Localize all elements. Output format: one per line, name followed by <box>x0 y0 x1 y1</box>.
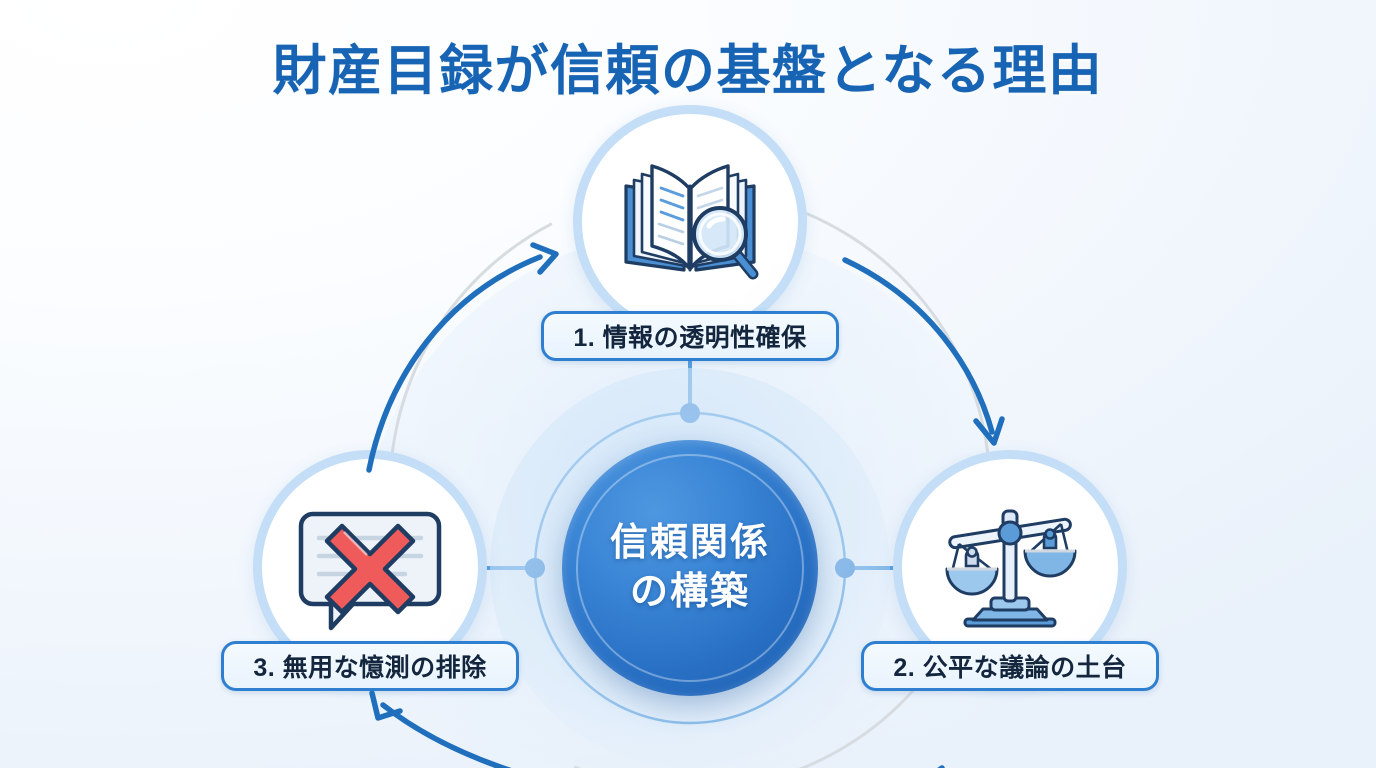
arrow-node1-to-node2-head <box>973 416 1005 446</box>
node-1-circle[interactable] <box>573 105 807 339</box>
balance-scales-icon <box>945 509 1077 628</box>
node-2-label[interactable]: 2. 公平な議論の土台 <box>861 641 1159 691</box>
node-3-label-text: 3. 無用な憶測の排除 <box>253 654 487 682</box>
hub-label-line-1: 信頼関係 <box>609 521 770 564</box>
page-title: 財産目録が信頼の基盤となる理由 <box>272 41 1104 101</box>
node-3-label[interactable]: 3. 無用な憶測の排除 <box>221 641 519 691</box>
center-hub[interactable]: 信頼関係 の構築 <box>562 440 818 696</box>
arrow-node3-to-node1 <box>366 254 543 473</box>
node-1-label[interactable]: 1. 情報の透明性確保 <box>541 311 839 361</box>
open-book-magnifier-icon <box>624 164 759 280</box>
arrow-node1-to-node2 <box>842 257 995 435</box>
hub-label: 信頼関係 の構築 <box>610 519 770 618</box>
node-2-label-text: 2. 公平な議論の土台 <box>893 654 1127 682</box>
speech-bubble-x-icon <box>298 511 442 631</box>
hub-label-line-2: の構築 <box>629 571 750 613</box>
arrow-node3-to-node1-head <box>530 242 559 275</box>
node-1-label-text: 1. 情報の透明性確保 <box>573 324 807 352</box>
arrow-node2-to-node3-head <box>369 690 403 721</box>
